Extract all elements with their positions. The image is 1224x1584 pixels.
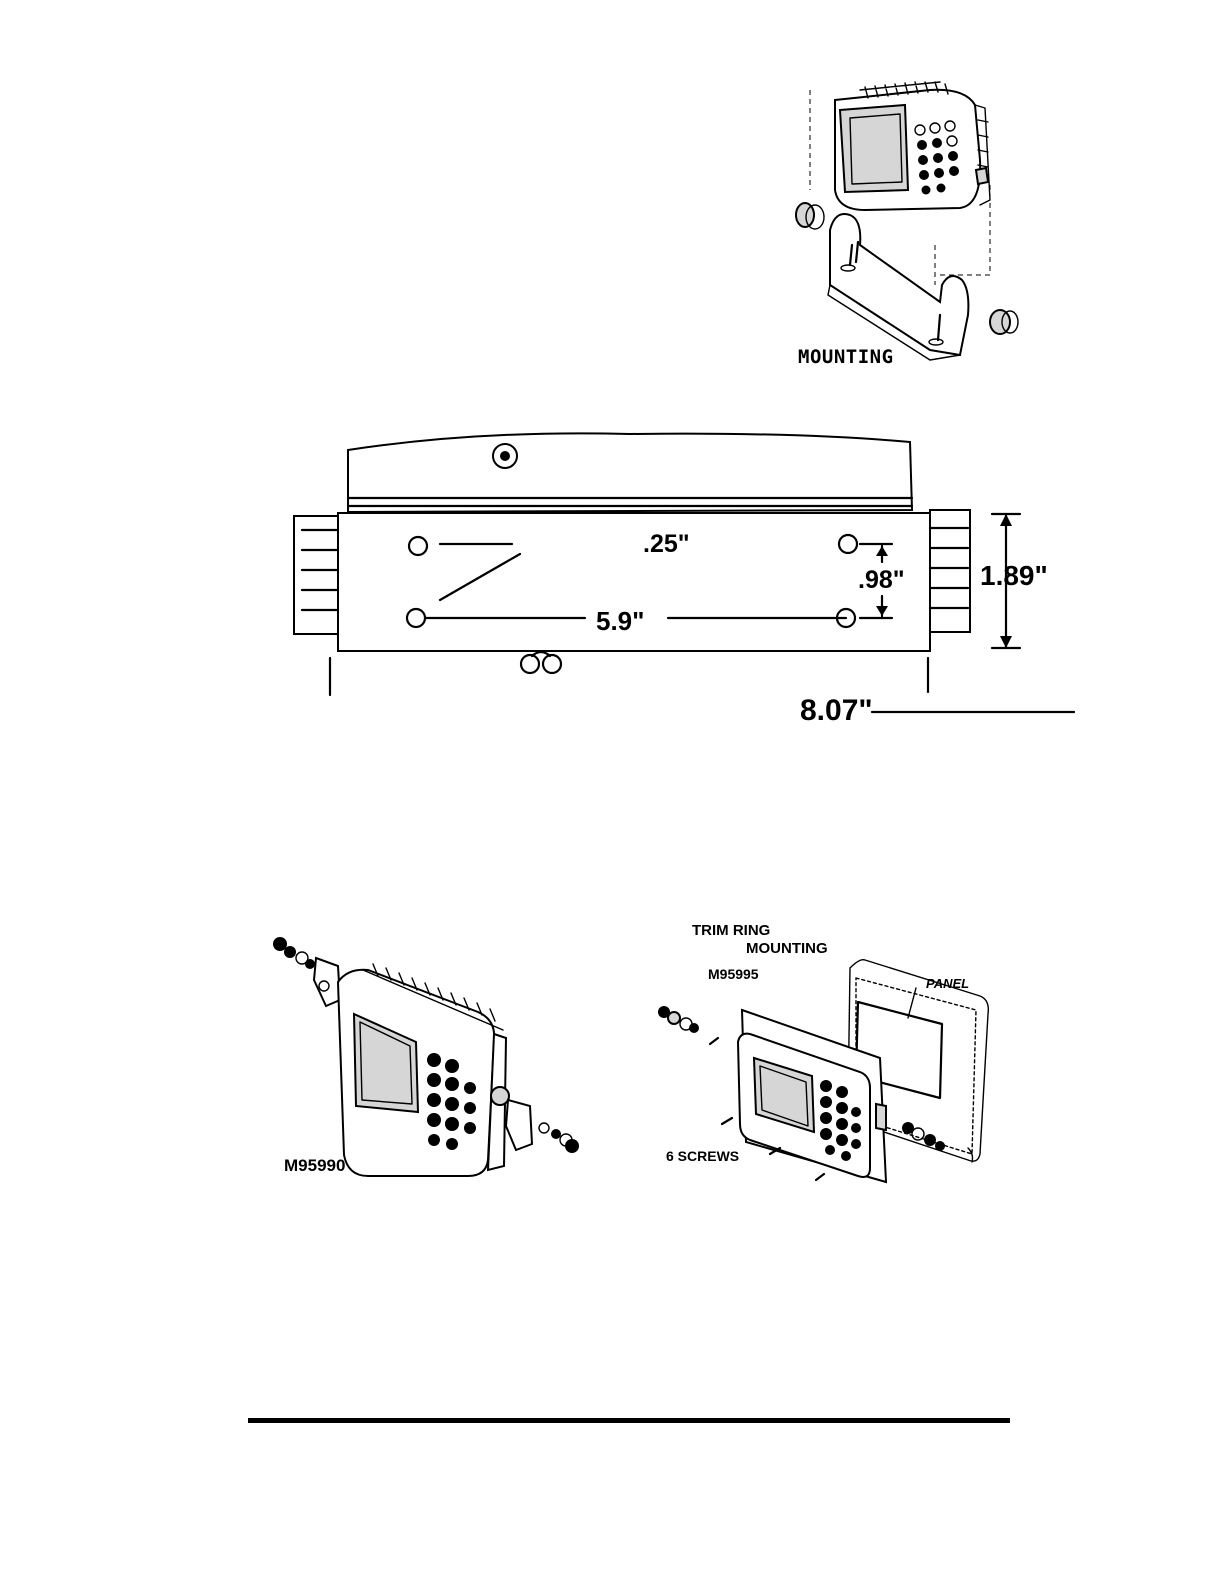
panel-label: PANEL: [926, 976, 969, 991]
trim-ring-title-line2: MOUNTING: [746, 940, 828, 957]
dimension-drawing: [280, 420, 1100, 740]
dimension-drawing-figure: .25" .98" 5.9" 1.89" 8.07": [280, 420, 1100, 740]
bracket-mounting-caption: MOUNTING: [798, 346, 894, 368]
height-dimension-label: 1.89": [980, 560, 1048, 592]
hole-horizontal-spacing-label: 5.9": [596, 606, 644, 637]
footer-rule: [248, 1418, 1010, 1423]
trim-ring-part-number: M95995: [708, 966, 759, 982]
trim-ring-title-line1: TRIM RING: [692, 922, 770, 939]
bracket-kit-figure: M95990: [268, 930, 588, 1190]
screws-label: 6 SCREWS: [666, 1148, 739, 1164]
trim-ring-figure: TRIM RING MOUNTING M95995 PANEL 6 SCREWS: [650, 918, 1010, 1198]
bracket-mounting-drawing: [790, 70, 1050, 360]
bracket-kit-drawing: [268, 930, 588, 1180]
hole-diameter-label: .25": [643, 530, 690, 559]
width-dimension-label: 8.07": [800, 694, 873, 728]
hole-vertical-spacing-label: .98": [858, 566, 905, 595]
bracket-mounting-figure: MOUNTING: [790, 70, 1050, 380]
bracket-kit-part-number: M95990: [284, 1156, 345, 1176]
